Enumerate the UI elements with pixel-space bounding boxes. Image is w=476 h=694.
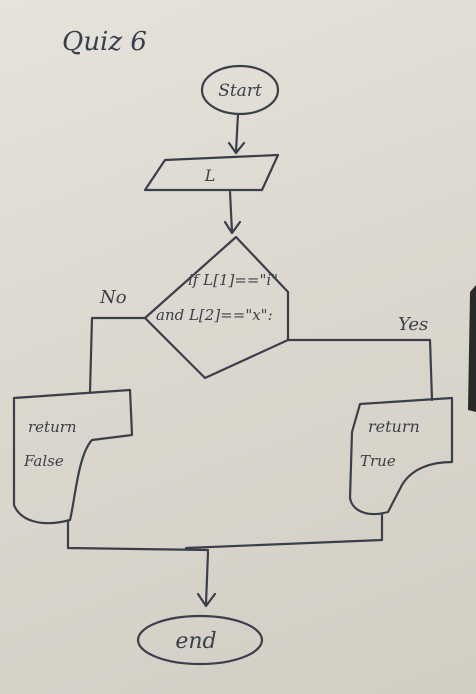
input-parallelogram <box>143 153 280 192</box>
return-false-box <box>12 388 134 525</box>
true-merge-line <box>184 512 384 550</box>
false-merge-line <box>66 520 210 552</box>
no-branch-label: No <box>99 287 127 308</box>
end-terminal <box>136 614 264 666</box>
arrow-input-to-decision <box>223 190 242 235</box>
arrow-to-end <box>196 550 217 608</box>
decision-line-2: and L[2]=="x": <box>156 306 273 324</box>
return-true-box <box>348 396 454 516</box>
return-true-line-2: True <box>360 452 396 470</box>
page-title: Quiz 6 <box>62 27 147 57</box>
end-label: end <box>175 629 216 654</box>
start-terminal <box>200 64 280 116</box>
return-false-line-1: return <box>28 418 77 436</box>
start-label: Start <box>218 81 262 101</box>
paper-edge-shadow <box>468 285 476 412</box>
arrow-start-to-input <box>227 112 246 155</box>
yes-branch-label: Yes <box>398 314 428 335</box>
input-label: L <box>204 166 216 185</box>
no-branch-line <box>88 316 147 394</box>
return-false-line-2: False <box>23 452 64 470</box>
return-true-line-1: return <box>368 417 420 436</box>
decision-diamond <box>143 235 290 380</box>
yes-branch-line <box>286 338 434 402</box>
decision-line-1: if L[1]=="i" <box>188 271 278 289</box>
